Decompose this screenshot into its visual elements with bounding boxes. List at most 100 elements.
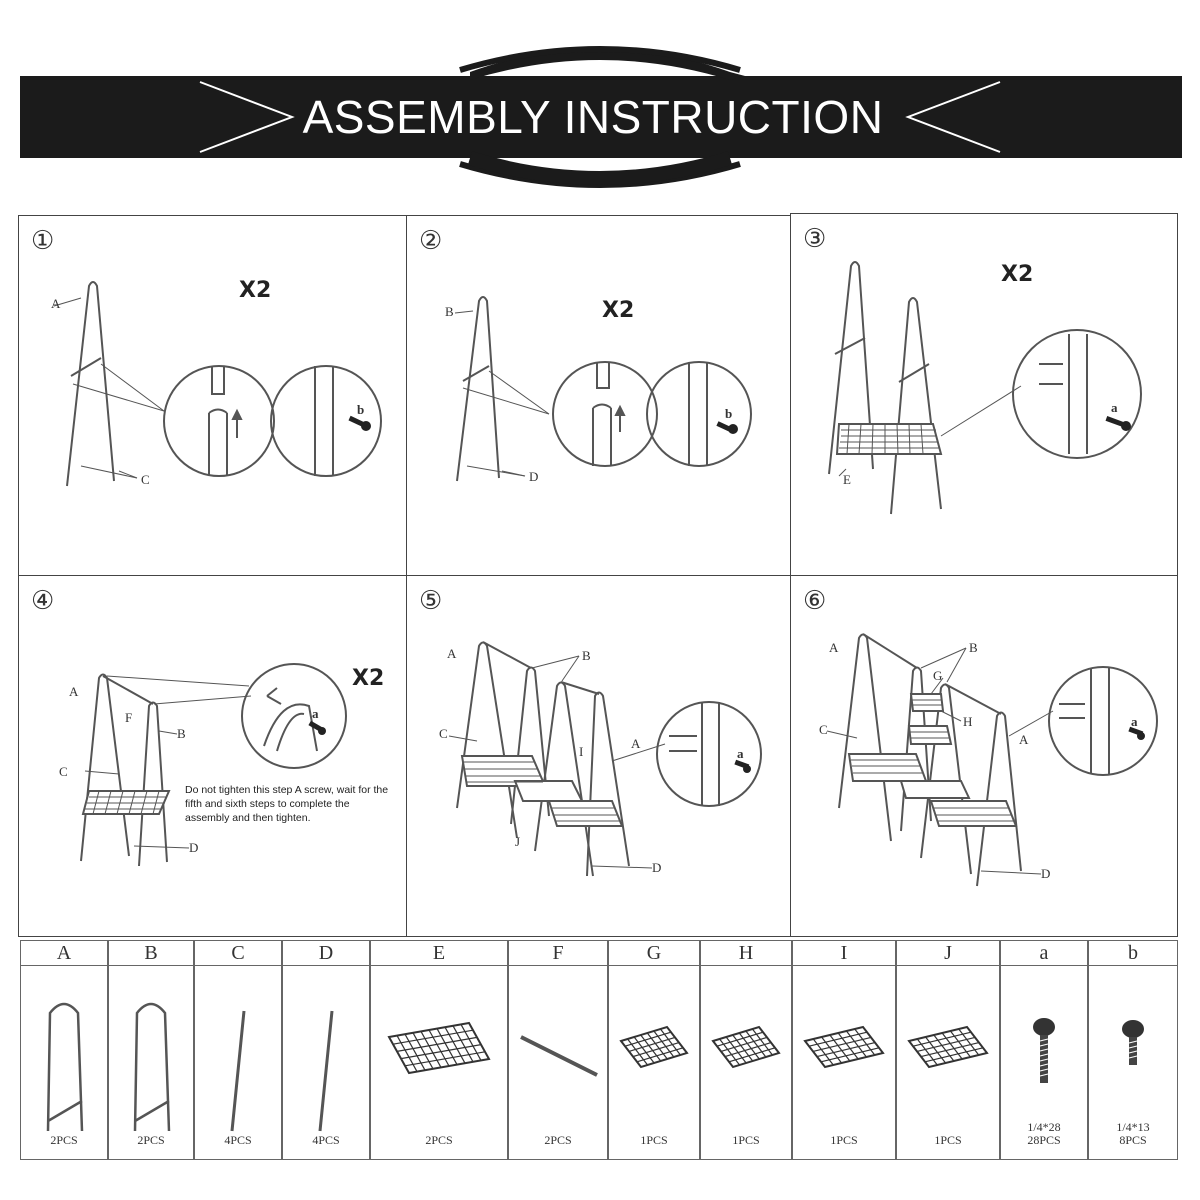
part-size: 1/4*13 (1116, 1120, 1150, 1134)
step-1-multiplier: X2 (239, 278, 272, 303)
step-4-multiplier: X2 (352, 666, 385, 691)
part-qty-text: 4PCS (312, 1133, 340, 1147)
part-letter: J (944, 942, 952, 964)
step-3-panel: ③ X2 E a (790, 213, 1178, 577)
svg-text:G: G (933, 668, 942, 683)
part-header-divider (109, 965, 193, 966)
step-6-number: ⑥ (803, 586, 827, 616)
svg-text:C: C (59, 764, 68, 779)
step-1-diagram: A C b (51, 281, 382, 487)
a-frame-icon (46, 1002, 84, 1132)
pole-icon (230, 1010, 246, 1132)
svg-text:A: A (1019, 732, 1029, 747)
a-frame-icon (133, 1002, 171, 1132)
banner-title: ASSEMBLY INSTRUCTION (303, 91, 884, 143)
step-4-number: ④ (31, 586, 55, 616)
svg-text:J: J (515, 834, 520, 849)
svg-text:a: a (312, 706, 319, 721)
svg-text:D: D (529, 469, 538, 484)
svg-text:C: C (819, 722, 828, 737)
part-letter: G (646, 942, 662, 964)
mesh-shelf-small-icon (803, 1025, 885, 1069)
pole-icon (318, 1010, 334, 1132)
mesh-shelf-small-icon (711, 1025, 781, 1069)
part-qty-text: 28PCS (1027, 1133, 1061, 1147)
title-banner: ASSEMBLY INSTRUCTION (20, 46, 1182, 188)
part-qty-text: 2PCS (544, 1133, 572, 1147)
part-J-cell: J 1PCS (896, 940, 1000, 1160)
part-header-divider (1089, 965, 1177, 966)
part-letter: a (1039, 942, 1049, 964)
part-header-divider (609, 965, 699, 966)
part-quantity: 1PCS (609, 1134, 699, 1147)
part-qty-text: 1PCS (640, 1133, 668, 1147)
part-header-divider (21, 965, 107, 966)
step-4-panel: ④ X2 A F B C D (18, 575, 408, 937)
svg-text:E: E (843, 472, 851, 487)
step-2-panel: ② X2 B D b (406, 215, 792, 577)
step-3-diagram: E a (828, 261, 1142, 515)
part-qty-text: 1PCS (732, 1133, 760, 1147)
step-1-panel: ① X2 A C b (18, 215, 408, 577)
part-header-divider (1001, 965, 1087, 966)
svg-text:a: a (1111, 400, 1118, 415)
svg-text:b: b (725, 406, 732, 421)
part-qty-text: 2PCS (137, 1133, 165, 1147)
part-letter: D (318, 942, 334, 964)
svg-text:D: D (189, 840, 198, 855)
part-D-cell: D 4PCS (282, 940, 370, 1160)
step-5-panel: ⑤ A B C (406, 575, 792, 937)
part-header-divider (897, 965, 999, 966)
step-5-diagram: A B C I A J D a (439, 641, 762, 877)
part-letter: I (840, 942, 848, 964)
step-2-multiplier: X2 (602, 298, 635, 323)
part-G-cell: G 1PCS (608, 940, 700, 1160)
svg-text:A: A (51, 296, 61, 311)
part-header-divider (793, 965, 895, 966)
svg-text:A: A (69, 684, 79, 699)
screw-b-icon (348, 415, 371, 431)
svg-text:B: B (177, 726, 186, 741)
step-3-multiplier: X2 (1001, 262, 1034, 287)
part-header-divider (371, 965, 507, 966)
long-screw-icon (1033, 1018, 1055, 1083)
svg-text:B: B (445, 304, 454, 319)
part-quantity: 2PCS (109, 1134, 193, 1147)
svg-text:B: B (969, 640, 978, 655)
part-size: 1/4*28 (1027, 1120, 1061, 1134)
svg-text:B: B (582, 648, 591, 663)
part-header-divider (195, 965, 281, 966)
mesh-shelf-icon (387, 1021, 491, 1075)
svg-text:A: A (631, 736, 641, 751)
mesh-shelf-small-icon (619, 1025, 689, 1069)
part-letter: E (432, 942, 446, 964)
part-quantity: 1PCS (793, 1134, 895, 1147)
svg-text:H: H (963, 714, 972, 729)
svg-text:I: I (579, 744, 583, 759)
step-4-note: Do not tighten this step A screw, wait f… (185, 784, 389, 824)
part-quantity: 1PCS (897, 1134, 999, 1147)
part-C-cell: C 4PCS (194, 940, 282, 1160)
part-header-divider (509, 965, 607, 966)
part-quantity: 4PCS (195, 1134, 281, 1147)
part-quantity: 4PCS (283, 1134, 369, 1147)
part-qty-text: 1PCS (830, 1133, 858, 1147)
part-letter: A (56, 942, 72, 964)
part-letter: C (231, 942, 245, 964)
svg-text:F: F (125, 710, 132, 725)
part-qty-text: 8PCS (1119, 1133, 1147, 1147)
step-5-number: ⑤ (419, 586, 443, 616)
step-2-number: ② (419, 226, 443, 256)
step-1-number: ① (31, 226, 55, 256)
svg-text:A: A (447, 646, 457, 661)
part-header-divider (283, 965, 369, 966)
step-3-number: ③ (803, 224, 827, 254)
svg-text:D: D (1041, 866, 1050, 881)
